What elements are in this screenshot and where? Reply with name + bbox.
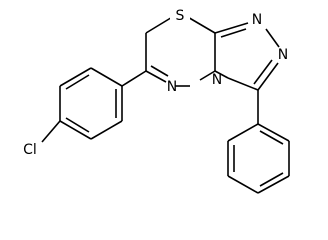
thiadiazine-ring [145,15,216,87]
double-bond [259,130,284,145]
triazole-ring [214,22,280,91]
bond [227,175,259,194]
bond [257,62,279,91]
double-bond [253,59,273,85]
bond [185,15,216,34]
bond [59,67,92,87]
aryl-link-bond [121,70,147,87]
molecule-structure-drawing: S Cl N N N N [23,7,290,194]
chlorophenyl-ring [59,67,123,140]
bond [257,123,290,142]
label-backdrop [170,7,190,25]
thiadiazine-nitrogen-label: N [167,79,177,95]
bond [265,28,280,48]
bridgehead-nitrogen-label: N [212,72,222,88]
bond [199,70,216,81]
triazole-right-nitrogen-label: N [278,47,288,63]
bond [59,120,92,140]
phenyl-ring [227,123,290,194]
triazole-top-nitrogen-label: N [252,12,262,28]
sulfur-atom-label: S [176,8,185,24]
bond [90,67,123,87]
double-bond [65,117,90,133]
bond [145,15,175,34]
bond [214,22,249,34]
bond [257,175,290,194]
bond [214,70,229,79]
double-bond [150,65,169,77]
double-bond [259,172,284,187]
bond [227,123,259,142]
chlorine-atom-label: Cl [23,142,37,158]
bond [220,28,247,38]
c-cl-bond [41,120,61,143]
bond [227,77,259,91]
bond [90,120,123,140]
double-bond [65,74,90,90]
double-bond [145,70,167,83]
